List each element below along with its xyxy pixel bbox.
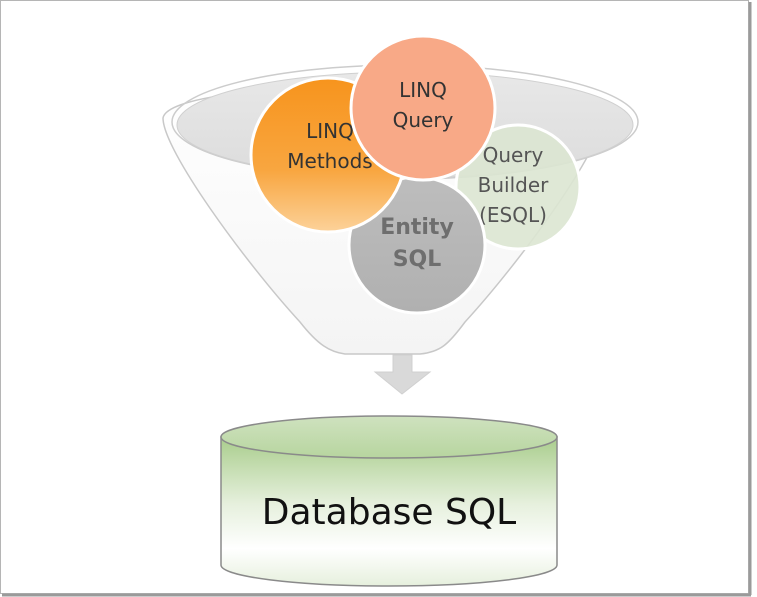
arrow-down-icon [373,354,432,395]
query-builder-label-line3: (ESQL) [479,203,547,227]
linq-query-label-line1: LINQ [399,78,447,102]
query-builder-circle: Query Builder (ESQL) [454,123,582,251]
linq-methods-label-line1: LINQ [306,119,354,143]
database-top [220,415,558,459]
linq-query-circle: LINQ Query [349,34,497,182]
database-body [220,436,558,587]
entity-sql-label-line1: Entity [380,215,454,240]
database-label: Database SQL [262,492,516,533]
linq-methods-label-line2: Methods [287,149,372,173]
database-cylinder-icon: Database SQL [220,415,558,587]
query-builder-label-line1: Query [483,143,544,167]
linq-query-label-line2: Query [393,108,454,132]
entity-sql-label-line2: SQL [393,247,442,272]
query-builder-label-line2: Builder [478,173,550,197]
